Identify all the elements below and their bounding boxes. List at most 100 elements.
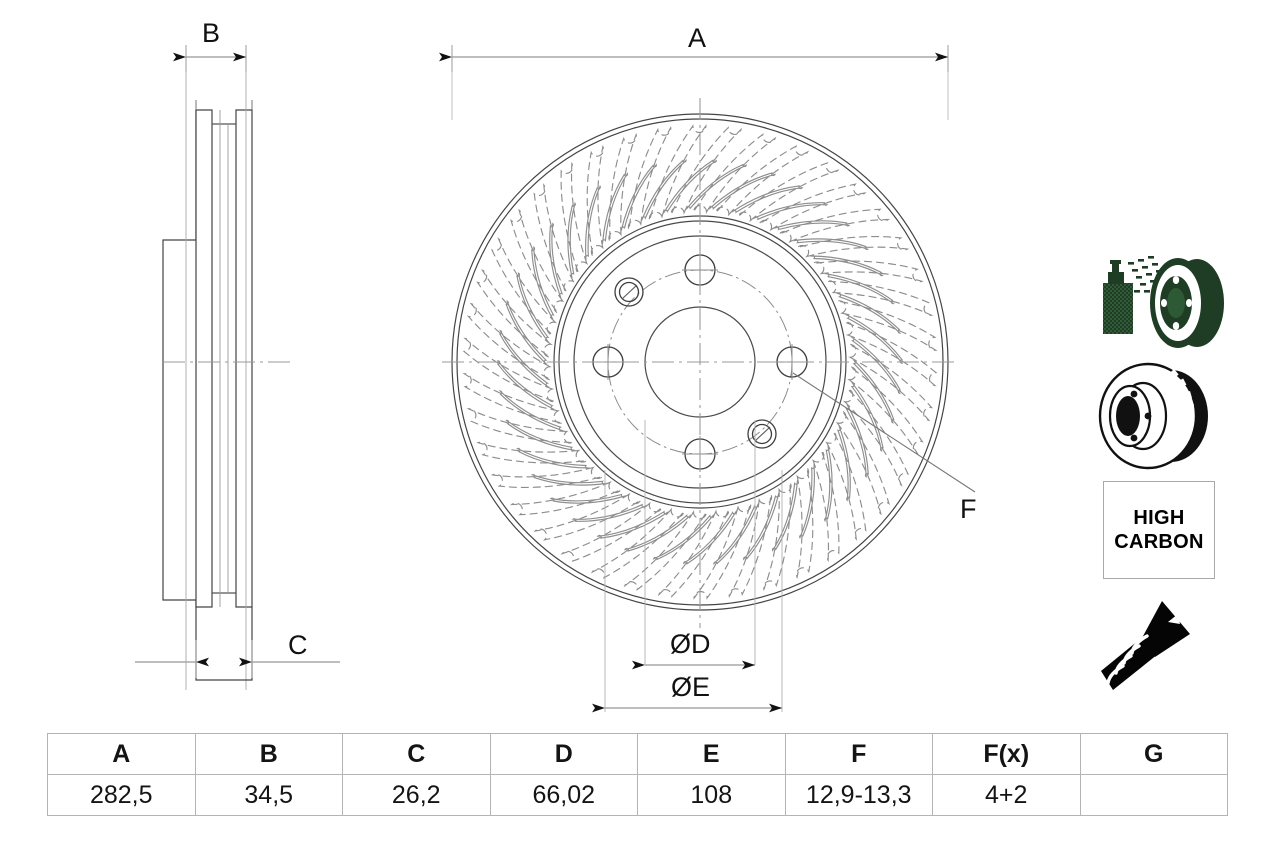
table-header-fx: F(x): [932, 733, 1081, 775]
cooling-vane-rib: [663, 159, 717, 214]
cooling-vane-slot: [670, 126, 743, 217]
cooling-vane-slot: [490, 237, 557, 337]
cooling-vane-rib: [793, 238, 870, 250]
cooling-vane-slot: [648, 124, 707, 223]
cooling-vane-rib: [824, 273, 895, 305]
cooling-vane-rib: [852, 359, 895, 424]
cooling-vane-rib: [773, 220, 851, 231]
cooling-vane-slot: [623, 509, 708, 592]
cooling-vane-rib: [584, 185, 601, 261]
cooling-vane-slot: [608, 132, 637, 244]
cooling-vane-rib: [709, 172, 776, 210]
leader-line-f: [792, 372, 976, 493]
table-value-fx: 4+2: [932, 774, 1081, 816]
cooling-vanes: [462, 124, 938, 600]
cooling-vane-rib: [845, 314, 904, 364]
cooling-vane-rib: [505, 300, 548, 365]
cooling-vane-rib: [641, 159, 687, 221]
dimension-label-d: ØD: [670, 629, 711, 659]
cooling-vane-rib: [498, 390, 564, 432]
cooling-vane-slot: [476, 269, 553, 359]
cooling-vane-slot: [795, 235, 910, 258]
table-value-a: 282,5: [47, 774, 196, 816]
table-header-g: G: [1079, 733, 1228, 775]
spray-coating-disc-icon: [1103, 256, 1224, 348]
dimension-table: A B C D E F F(x) G 282,5 34,5 26,2 66,02…: [47, 733, 1228, 816]
cooling-vane-slot: [693, 501, 752, 600]
cooling-vane-rib: [836, 292, 902, 334]
auxiliary-threaded-holes: [614, 277, 777, 449]
cooling-vane-rib: [753, 202, 829, 221]
high-carbon-line1: HIGH: [1133, 507, 1185, 529]
table-header-c: C: [342, 733, 491, 775]
cooling-vane-slot: [560, 161, 588, 276]
cooling-vane-slot: [533, 492, 643, 541]
dimension-label-f: F: [960, 494, 977, 524]
table-header-a: A: [47, 733, 196, 775]
cooling-vane-slot: [490, 466, 605, 489]
table-header-e: E: [637, 733, 786, 775]
cooling-vane-rib: [799, 463, 816, 539]
cooling-vane-rib: [516, 447, 591, 469]
table-value-row: 282,5 34,5 26,2 66,02 108 12,9-13,3 4+2: [47, 774, 1228, 816]
cooling-vane-slot: [736, 161, 840, 223]
cooling-vane-slot: [466, 302, 553, 381]
cooling-vane-slot: [835, 410, 890, 516]
cooling-vane-rib: [516, 272, 550, 342]
cooling-vane-rib: [571, 503, 647, 522]
table-header-f: F: [784, 733, 933, 775]
cooling-vane-rib: [549, 493, 627, 504]
table-header-d: D: [489, 733, 638, 775]
table-value-b: 34,5: [194, 774, 343, 816]
cooling-vane-slot: [847, 365, 924, 455]
cooling-vane-rib: [596, 510, 669, 539]
cooling-vane-slot: [510, 481, 623, 516]
table-header-row: A B C D E F F(x) G: [47, 733, 1228, 775]
cooling-vane-rib: [624, 514, 691, 552]
cooling-vane-slot: [837, 300, 938, 351]
cooling-vane-slot: [590, 507, 685, 579]
cooling-vane-slot: [777, 208, 890, 243]
cooling-vane-rib: [683, 510, 737, 565]
cooling-vane-rib: [496, 360, 555, 410]
dimension-a-line: [439, 45, 949, 120]
dimension-label-b: B: [202, 18, 221, 48]
cooling-vane-slot: [795, 465, 814, 579]
cooling-vane-rib: [731, 185, 804, 214]
cooling-vane-slot: [586, 145, 605, 259]
cooling-vane-slot: [757, 183, 867, 232]
cooling-vane-rib: [620, 163, 657, 232]
table-value-d: 66,02: [489, 774, 638, 816]
cooling-vane-rib: [567, 201, 576, 279]
dimension-label-c: C: [288, 630, 308, 660]
cooling-vane-slot: [510, 208, 565, 314]
cooling-vane-slot: [466, 408, 574, 444]
cooling-vane-slot: [692, 132, 777, 215]
dimension-b-line: [173, 45, 247, 72]
cooling-vane-slot: [843, 387, 910, 487]
cooling-vane-rib: [743, 492, 780, 561]
cooling-vane-rib: [601, 172, 629, 245]
cooling-vane-rib: [850, 382, 884, 452]
cooling-vane-rib: [824, 445, 833, 523]
cooling-vane-rib: [836, 426, 851, 502]
dimension-c-line: [135, 640, 340, 678]
cooling-vane-slot: [462, 373, 563, 424]
cooling-vane-slot: [560, 501, 664, 563]
cooling-vane-slot: [825, 430, 867, 541]
cooling-vane-slot: [476, 441, 589, 464]
countersunk-screw-icon: [1101, 601, 1190, 690]
dimension-label-a: A: [688, 23, 707, 53]
table-header-b: B: [194, 733, 343, 775]
cooling-vane-rib: [845, 404, 869, 478]
cooling-vane-slot: [627, 125, 672, 232]
table-value-c: 26,2: [342, 774, 491, 816]
cooling-vane-slot: [533, 183, 575, 294]
side-section-view: [162, 62, 253, 690]
cooling-vane-slot: [812, 448, 840, 563]
cooling-vane-slot: [462, 337, 558, 403]
cooling-vane-rib: [771, 479, 799, 552]
cooling-vane-rib: [531, 246, 555, 320]
